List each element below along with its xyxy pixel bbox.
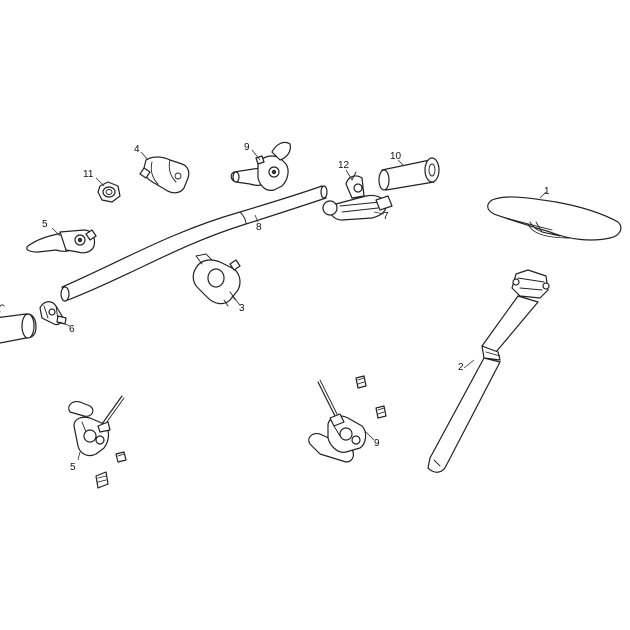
callout-right-lever: 9 [244, 142, 250, 153]
callout-handlebar: 8 [256, 222, 262, 233]
callout-grip: 10 [390, 151, 402, 162]
callout-seatpost: 2 [458, 362, 464, 373]
right-brake-caliper [308, 379, 367, 463]
handlebar [60, 185, 328, 302]
left-brake-lever [26, 229, 97, 254]
callout-right-caliper: 9 [374, 438, 380, 449]
callout-stem: 3 [239, 303, 245, 314]
right-brake-lever [230, 141, 291, 191]
callout-left-lever: 5 [42, 219, 48, 230]
left-brake-caliper [68, 395, 125, 457]
callout-shifter: 7 [383, 211, 389, 222]
left-caliper-bolt-a [115, 451, 127, 463]
right-caliper-bolt-b [375, 405, 387, 419]
stem [192, 253, 241, 307]
nut [97, 181, 121, 203]
left-grip [0, 304, 37, 344]
shifter [322, 171, 393, 221]
callout-saddle: 1 [544, 186, 550, 197]
callout-stem-clamp: 4 [134, 144, 140, 155]
clamp [39, 301, 67, 326]
callout-clamp: 6 [69, 324, 75, 335]
callout-nut: 11 [83, 169, 94, 180]
stem-clamp [139, 156, 190, 194]
saddle [487, 196, 622, 241]
left-caliper-bolt-b [95, 471, 109, 489]
right-grip [378, 157, 440, 191]
callout-shifter-top: 12 [338, 160, 350, 171]
callout-left-caliper: 5 [70, 462, 76, 473]
seatpost [427, 269, 550, 473]
right-caliper-bolt-a [355, 375, 367, 389]
